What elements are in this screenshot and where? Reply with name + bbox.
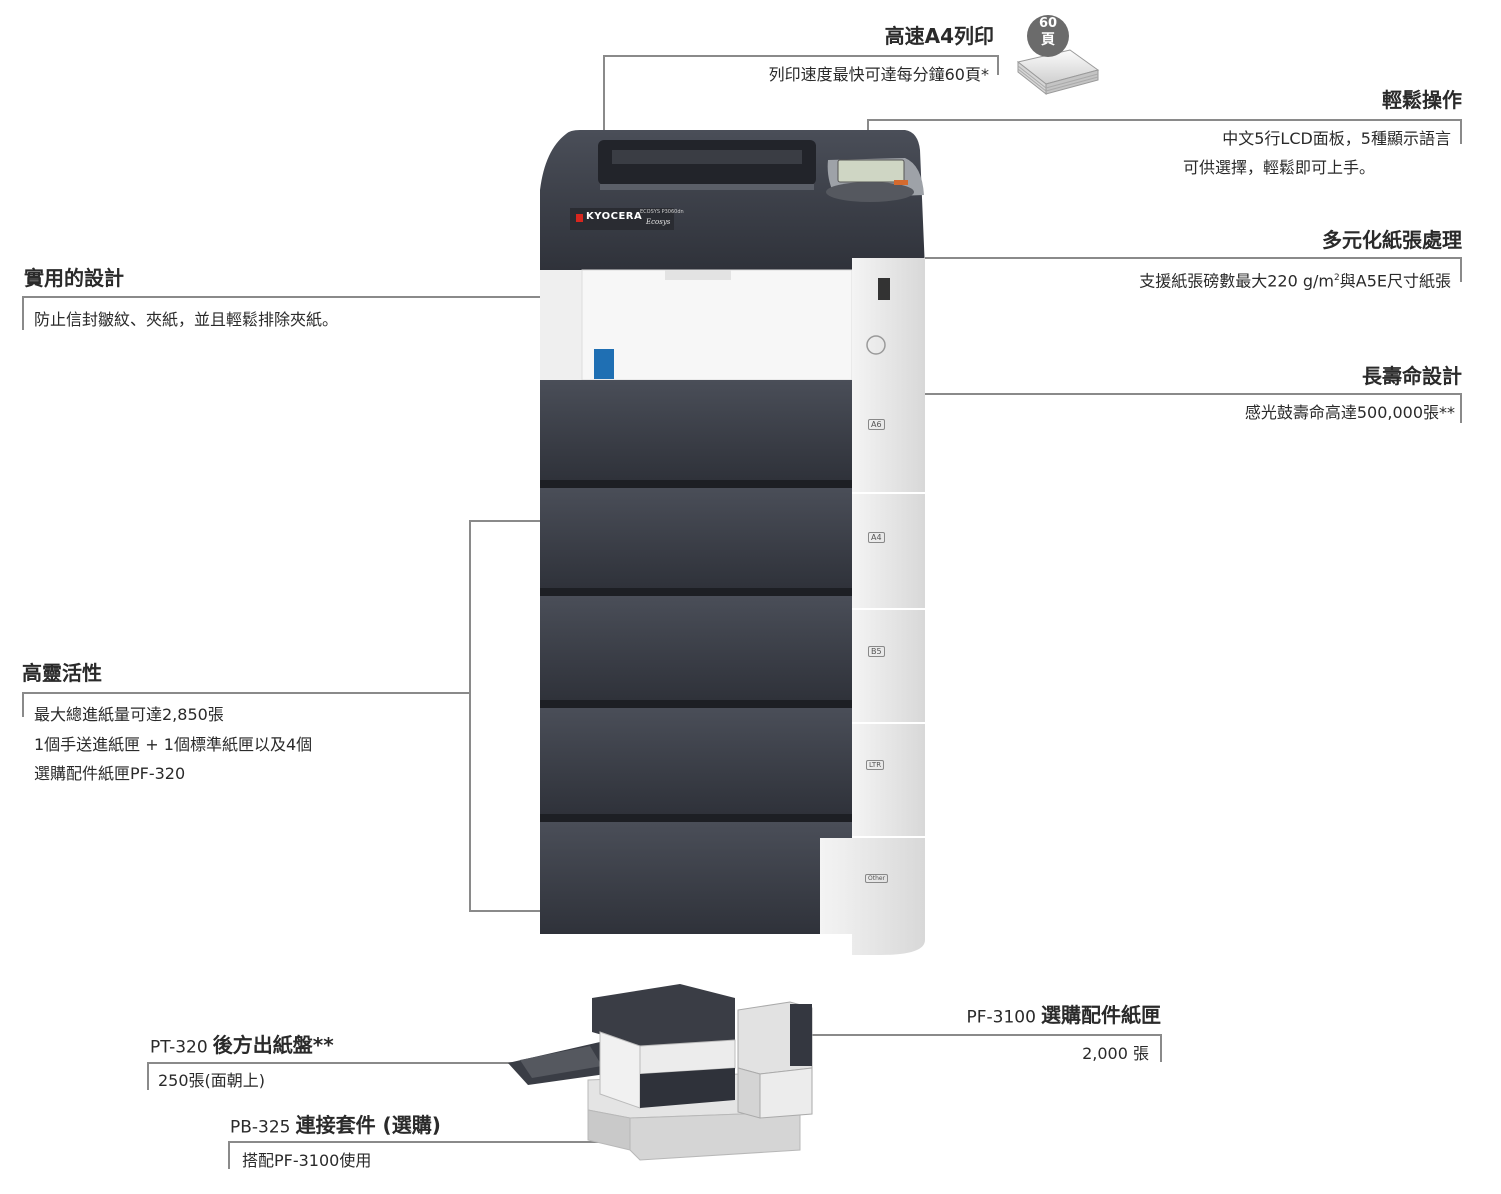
leader-pt320 <box>147 1062 530 1064</box>
paper-handling-desc-b: 與A5E尺寸紙張 <box>1339 271 1451 291</box>
speed-badge-number: 60 <box>1038 16 1058 31</box>
leader-high-speed <box>997 55 999 75</box>
speed-badge-unit: 頁 <box>1041 32 1055 48</box>
leader-practical-design <box>22 296 550 298</box>
leader-flexibility <box>22 692 471 694</box>
leader-pb325 <box>228 1141 628 1143</box>
leader-pt320 <box>147 1062 149 1090</box>
leader-high-speed <box>603 55 999 57</box>
printer-top <box>540 130 925 270</box>
high-speed-title: 高速A4列印 <box>884 24 994 48</box>
pb325-desc: 搭配PF-3100使用 <box>242 1151 372 1170</box>
paper-handling-desc: 支援紙張磅數最大220 g/m2與A5E尺寸紙張 <box>1139 263 1451 296</box>
tray-label-a4: A4 <box>868 532 885 543</box>
leader-long-life <box>925 393 1462 395</box>
pt320-heading: PT-320 後方出紙盤** <box>150 1029 334 1058</box>
flexibility-title: 高靈活性 <box>22 661 102 685</box>
long-life-title: 長壽命設計 <box>1362 364 1462 388</box>
tray-label-b5: B5 <box>868 646 885 657</box>
pt320-model: PT-320 <box>150 1037 208 1058</box>
paper-stack-icon <box>1016 15 1100 96</box>
pt320-desc: 250張(面朝上) <box>158 1071 266 1090</box>
easy-operation-desc-line2: 可供選擇，輕鬆即可上手。 <box>1183 158 1376 177</box>
flexibility-desc-line1: 最大總進紙量可達2,850張 <box>34 705 224 724</box>
pf3100-heading: PF-3100 選購配件紙匣 <box>966 999 1161 1028</box>
leader-pf3100 <box>1160 1034 1162 1062</box>
leader-practical-design <box>22 296 24 330</box>
leader-high-speed <box>603 55 605 155</box>
paper-handling-desc-a: 支援紙張磅數最大220 g/m <box>1139 271 1335 291</box>
easy-operation-desc-line1: 中文5行LCD面板，5種顯示語言 <box>1222 129 1451 148</box>
pt320-title: 後方出紙盤** <box>212 1033 334 1057</box>
leader-flexibility <box>22 692 24 717</box>
pf3100-model: PF-3100 <box>966 1007 1036 1028</box>
accessory-printer-illustration <box>508 984 813 1161</box>
leader-easy-operation <box>1460 119 1462 144</box>
tray-label-ltr: LTR <box>866 760 885 770</box>
paper-trays <box>540 380 925 955</box>
leader-easy-operation <box>867 119 1462 121</box>
leader-flexibility-bracket <box>469 910 549 912</box>
practical-design-title: 實用的設計 <box>24 266 124 290</box>
easy-operation-title: 輕鬆操作 <box>1382 88 1462 112</box>
ecosys-mark: Ecosys <box>646 218 671 226</box>
printer-model-label: ECOSYS P3060dn <box>640 209 684 215</box>
pf3100-desc: 2,000 張 <box>1082 1044 1149 1063</box>
pb325-model: PB-325 <box>230 1117 291 1138</box>
paper-handling-desc-sup: 2 <box>1334 273 1340 283</box>
flexibility-desc-line2: 1個手送進紙匣 + 1個標準紙匣以及4個 <box>34 735 313 754</box>
long-life-desc: 感光鼓壽命高達500,000張** <box>1244 403 1455 422</box>
leader-paper-handling <box>1460 257 1462 282</box>
flexibility-desc-line3: 選購配件紙匣PF-320 <box>34 764 186 783</box>
pb325-heading: PB-325 連接套件 (選購) <box>230 1109 441 1138</box>
high-speed-desc: 列印速度最快可達每分鐘60頁* <box>768 65 989 84</box>
leader-paper-handling <box>925 257 1462 259</box>
pb325-title: 連接套件 (選購) <box>295 1113 441 1137</box>
printer-brand-logo: KYOCERA <box>586 211 643 222</box>
leader-long-life <box>1460 393 1462 423</box>
practical-design-desc: 防止信封皺紋、夾紙，並且輕鬆排除夾紙。 <box>34 310 339 329</box>
leader-flexibility-bracket <box>469 520 549 522</box>
tray-label-other: Other <box>865 874 889 883</box>
speed-badge: 60 頁 <box>1027 16 1069 48</box>
leader-pb325 <box>228 1141 230 1169</box>
printer-front-panel <box>540 258 925 381</box>
tray-label-a6: A6 <box>868 419 885 430</box>
pf3100-title: 選購配件紙匣 <box>1041 1003 1161 1027</box>
leader-flexibility-bracket <box>469 520 471 912</box>
leader-pf3100 <box>812 1034 1162 1036</box>
paper-handling-title: 多元化紙張處理 <box>1322 228 1462 252</box>
